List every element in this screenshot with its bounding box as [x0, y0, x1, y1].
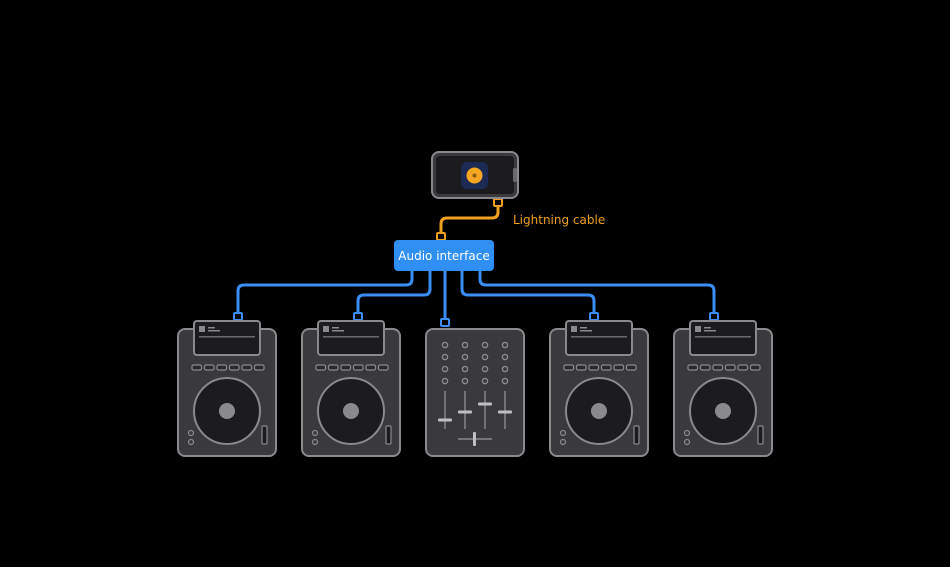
mixer-knob	[461, 377, 469, 385]
mixer-knob	[501, 341, 509, 349]
player-button	[365, 364, 377, 371]
deck-3	[549, 320, 649, 457]
mixer-knob	[461, 353, 469, 361]
player-button	[749, 364, 761, 371]
phone-device	[431, 151, 519, 199]
pitch-fader	[261, 425, 268, 445]
blue-cables	[236, 270, 716, 320]
audio-interface-label: Audio interface	[398, 249, 489, 263]
player-button	[191, 364, 203, 371]
mixer-knob	[461, 365, 469, 373]
player-button	[203, 364, 215, 371]
player-button	[228, 364, 240, 371]
mixer-knob	[501, 353, 509, 361]
pitch-fader	[385, 425, 392, 445]
cable-label: Lightning cable	[513, 213, 605, 227]
player-button	[588, 364, 600, 371]
mixer-body	[425, 328, 525, 457]
player-button	[352, 364, 364, 371]
channel-fader	[438, 418, 452, 422]
lightning-cable	[439, 204, 500, 236]
player-screen	[317, 320, 385, 356]
lightning-connector-top	[493, 198, 503, 207]
player-button	[699, 364, 711, 371]
player-screen	[689, 320, 757, 356]
player-button	[253, 364, 265, 371]
pitch-fader	[757, 425, 764, 445]
player-button	[340, 364, 352, 371]
channel-fader	[478, 402, 492, 406]
cable-deck-2	[356, 270, 432, 314]
mixer-knob	[441, 353, 449, 361]
djay-app-icon	[461, 162, 488, 189]
player-button	[327, 364, 339, 371]
mixer-knob	[441, 365, 449, 373]
player-button	[737, 364, 749, 371]
pitch-fader	[633, 425, 640, 445]
player-button	[625, 364, 637, 371]
player-button	[613, 364, 625, 371]
mixer-knob	[481, 341, 489, 349]
mixer-knob	[481, 353, 489, 361]
player-button	[687, 364, 699, 371]
cable-deck-1	[236, 270, 414, 314]
lightning-connector-bottom	[436, 232, 446, 241]
audio-interface: Audio interface	[394, 240, 494, 271]
mixer-knob	[481, 365, 489, 373]
player-button	[575, 364, 587, 371]
mixer-knob	[501, 365, 509, 373]
player-button	[600, 364, 612, 371]
player-button	[315, 364, 327, 371]
deck-1	[177, 320, 277, 457]
cable-deck-4	[478, 270, 716, 314]
channel-fader	[458, 410, 472, 414]
player-button	[241, 364, 253, 371]
mixer-knob	[441, 377, 449, 385]
deck-4	[673, 320, 773, 457]
player-button	[724, 364, 736, 371]
mixer	[425, 328, 525, 457]
deck-2	[301, 320, 401, 457]
cable-deck-3	[460, 270, 596, 314]
player-button	[712, 364, 724, 371]
mixer-knob	[441, 341, 449, 349]
mixer-knob	[481, 377, 489, 385]
player-screen	[193, 320, 261, 356]
cable-connectors	[233, 312, 719, 327]
mixer-knob	[461, 341, 469, 349]
player-button	[216, 364, 228, 371]
crossfader	[473, 432, 476, 446]
player-button	[563, 364, 575, 371]
player-button	[377, 364, 389, 371]
channel-fader	[498, 410, 512, 414]
mixer-knob	[501, 377, 509, 385]
player-screen	[565, 320, 633, 356]
